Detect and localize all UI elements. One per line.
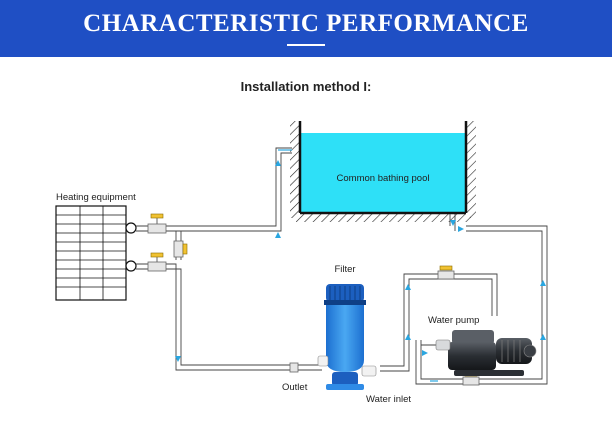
pool: Common bathing pool bbox=[290, 121, 476, 222]
filter: Filter bbox=[317, 264, 377, 390]
water-pump: Water pump bbox=[428, 315, 537, 376]
heating-port-top bbox=[125, 222, 137, 234]
pool-label: Common bathing pool bbox=[337, 173, 430, 184]
heating-unit bbox=[55, 205, 127, 301]
pump-lid bbox=[452, 330, 494, 344]
heating-label: Heating equipment bbox=[56, 192, 136, 203]
page-title: CHARACTERISTIC PERFORMANCE bbox=[83, 10, 529, 37]
pump-inlet-port bbox=[435, 339, 451, 351]
header-banner: CHARACTERISTIC PERFORMANCE bbox=[0, 0, 612, 57]
flow-arrows bbox=[175, 160, 546, 362]
heating-port-bottom bbox=[125, 260, 137, 272]
pool-wall-left-hatch bbox=[290, 121, 299, 218]
filter-body bbox=[326, 305, 364, 372]
filter-label: Filter bbox=[334, 264, 355, 275]
filter-outlet-port bbox=[317, 355, 329, 367]
filter-inlet-port bbox=[361, 365, 377, 377]
pool-water bbox=[300, 133, 466, 213]
pipe-coupling-outlet bbox=[289, 362, 299, 373]
valve-heating-top bbox=[147, 213, 167, 234]
pool-floor-hatch bbox=[296, 214, 471, 222]
flow-highlights bbox=[278, 149, 438, 382]
filter-lid-ring bbox=[324, 300, 366, 305]
pool-wall-right-hatch bbox=[467, 121, 476, 218]
inlet-label: Water inlet bbox=[366, 394, 411, 405]
title-underline bbox=[287, 44, 325, 46]
filter-base bbox=[332, 372, 358, 386]
pump-housing bbox=[448, 342, 496, 370]
valve-pump-top bbox=[437, 265, 455, 280]
filter-foot bbox=[326, 384, 364, 390]
valve-heating-bottom bbox=[147, 252, 167, 272]
pipe-network bbox=[136, 147, 548, 385]
pump-label: Water pump bbox=[428, 315, 479, 326]
heating-equipment: Heating equipment bbox=[55, 192, 137, 301]
valve-bypass bbox=[173, 240, 188, 258]
outlet-label: Outlet bbox=[282, 382, 308, 393]
diagram-subtitle: Installation method I: bbox=[240, 79, 372, 94]
pump-base bbox=[454, 370, 524, 376]
